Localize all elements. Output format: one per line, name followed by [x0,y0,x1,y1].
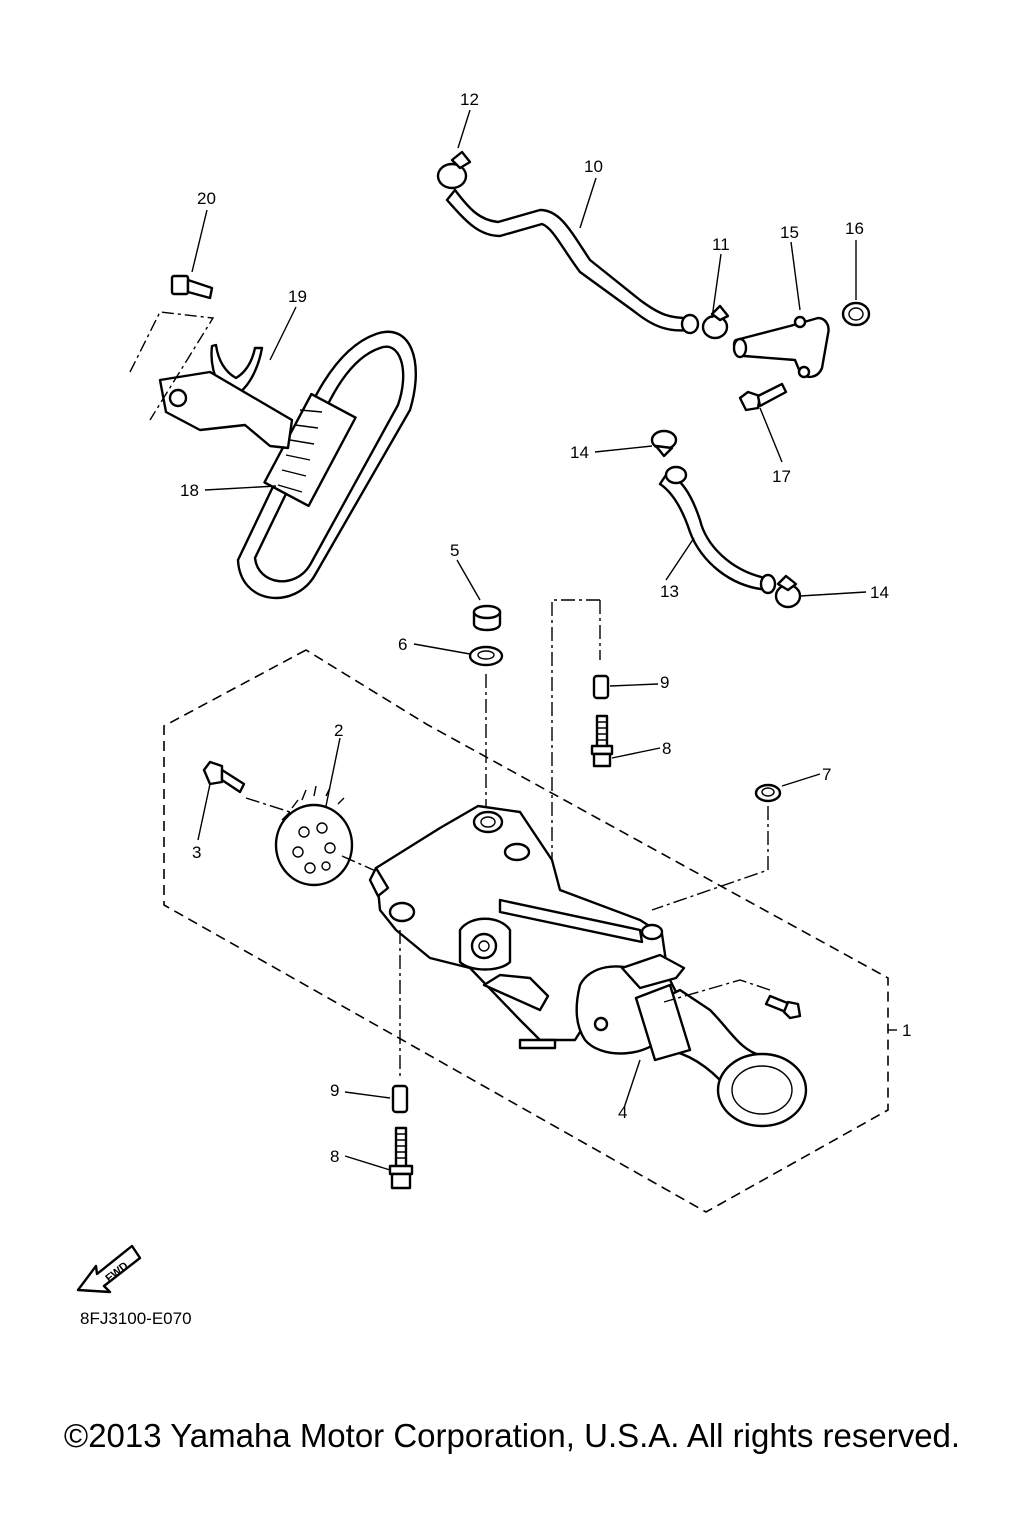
callout-9-lower: 9 [330,1081,339,1100]
dowel-pin-9-upper [592,674,610,700]
fwd-arrow-icon: FWD [76,1244,142,1294]
callout-9-upper: 9 [660,673,669,692]
chain-guide [158,343,294,450]
callout-8-upper: 8 [662,739,671,758]
callout-16: 16 [845,219,864,238]
union-pipe [732,315,830,379]
oil-pump-body [368,804,686,1055]
collar-5 [472,604,502,632]
hose-13 [658,465,777,595]
clamp-14-upper [650,429,678,458]
callout-10: 10 [584,157,603,176]
callout-8-lower: 8 [330,1147,339,1166]
bolt-strainer [764,994,802,1020]
callout-12: 12 [460,90,479,109]
callout-18: 18 [180,481,199,500]
sprocket-2 [274,785,354,887]
callout-20: 20 [197,189,216,208]
copyright-notice: ©2013 Yamaha Motor Corporation, U.S.A. A… [63,1417,961,1454]
drawing-code: 8FJ3100-E070 [80,1309,192,1328]
clamp-12 [436,150,472,190]
timing-chain [236,330,417,600]
callout-14-lower: 14 [870,583,889,602]
bolt-17 [738,382,788,412]
callout-15: 15 [780,223,799,242]
callout-17: 17 [772,467,791,486]
bolt-20 [170,274,214,300]
clamp-11 [701,304,730,340]
clamp-14-lower [774,574,802,609]
oil-pipe [445,188,700,335]
callout-13: 13 [660,582,679,601]
washer-7 [754,783,782,803]
oil-strainer [634,983,808,1128]
callout-14-upper: 14 [570,443,589,462]
callout-5: 5 [450,541,459,560]
o-ring-16 [841,301,871,327]
callout-3: 3 [192,843,201,862]
bolt-8-upper [590,714,614,768]
callout-19: 19 [288,287,307,306]
leader-lines [191,109,867,1171]
callout-6: 6 [398,635,407,654]
washer-6 [468,645,504,667]
callout-4: 4 [618,1103,627,1122]
callout-7: 7 [822,765,831,784]
dowel-pin-9-lower [391,1084,409,1114]
bolt-3 [202,760,246,794]
callout-11: 11 [712,235,730,254]
callout-labels: 1 2 3 4 5 6 7 8 8 9 9 10 11 12 13 14 14 … [180,90,911,1166]
callout-2: 2 [334,721,343,740]
bolt-8-lower [388,1126,414,1190]
callout-1: 1 [902,1021,911,1040]
